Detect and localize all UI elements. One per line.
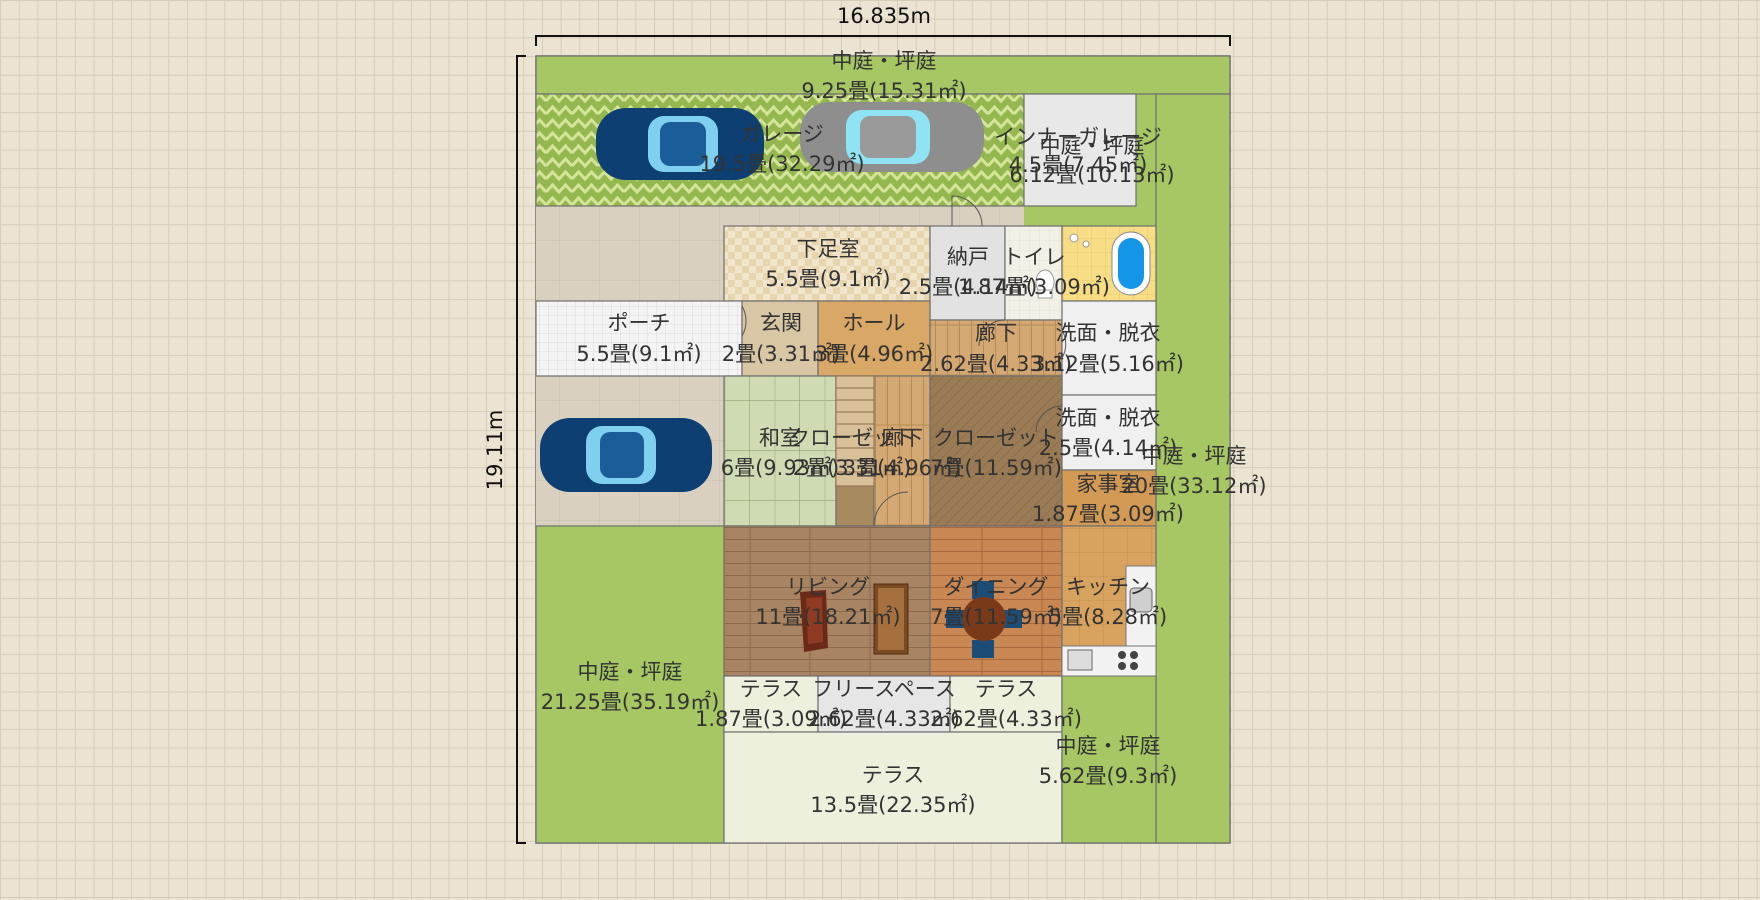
- label-japanese-room-name: 和室: [759, 426, 801, 450]
- label-inner-garage-area: 4.5畳(7.45㎡): [1009, 153, 1148, 177]
- room-storage[interactable]: [929, 225, 1006, 321]
- label-dining-name: ダイニング: [944, 575, 1049, 599]
- height-dimension: 19.11m: [483, 55, 526, 844]
- label-courtyard-lower-right-name: 中庭・坪庭: [1056, 734, 1161, 758]
- label-terrace-small-left-area: 1.87畳(3.09㎡): [695, 707, 847, 731]
- label-garage-area: 19.5畳(32.29㎡): [699, 152, 864, 176]
- label-porch-name: ポーチ: [608, 311, 671, 335]
- room-terrace-large[interactable]: [723, 731, 1063, 844]
- label-inner-garage-name: インナーガレージ: [994, 125, 1162, 149]
- room-porch[interactable]: [535, 300, 743, 377]
- label-closet-small-area: 2畳(3.31㎡): [793, 456, 912, 480]
- label-terrace-small-right-name: テラス: [975, 677, 1038, 701]
- label-washroom-lower-area: 2.5畳(4.14㎡): [1039, 436, 1178, 460]
- label-closet-large-area: 7畳(11.59㎡): [930, 456, 1062, 480]
- room-courtyard-right[interactable]: [1155, 93, 1231, 844]
- room-free-space[interactable]: [817, 675, 951, 733]
- label-closet-large-name: クローゼット: [933, 426, 1059, 450]
- height-dimension-label: 19.11m: [483, 410, 507, 491]
- label-courtyard-right-area: 20畳(33.12㎡): [1121, 474, 1266, 498]
- label-courtyard-left-name: 中庭・坪庭: [578, 660, 683, 684]
- room-inner-garage[interactable]: [1023, 93, 1137, 207]
- room-corridor-upper[interactable]: [929, 319, 1063, 377]
- label-lower-foot-room-name: 下足室: [797, 237, 860, 261]
- label-washroom-upper-name: 洗面・脱衣: [1056, 321, 1161, 345]
- label-terrace-small-left-name: テラス: [740, 677, 803, 701]
- car-blue-driveway: [540, 418, 712, 492]
- label-kitchen-name: キッチン: [1066, 575, 1150, 599]
- paving-strip: [724, 206, 1024, 226]
- label-porch-area: 5.5畳(9.1㎡): [576, 342, 701, 366]
- room-hall[interactable]: [817, 300, 931, 377]
- room-closet-large[interactable]: [929, 375, 1063, 527]
- label-garage-name: ガレージ: [740, 122, 824, 146]
- label-terrace-large-name: テラス: [862, 763, 925, 787]
- room-labels: 中庭・坪庭 9.25畳(15.31㎡) ガレージ 19.5畳(32.29㎡) イ…: [541, 49, 1267, 817]
- label-corridor-upper-name: 廊下: [975, 321, 1017, 345]
- room-courtyard-left[interactable]: [535, 525, 725, 844]
- car-blue-garage: [596, 108, 764, 180]
- label-washroom-upper-area: 3.12畳(5.16㎡): [1032, 352, 1184, 376]
- room-terrace-small-left[interactable]: [723, 675, 819, 733]
- label-free-space-name: フリースペース: [812, 677, 955, 701]
- label-storage-area: 2.5畳(4.14㎡): [899, 275, 1038, 299]
- room-utility-room[interactable]: [1061, 469, 1157, 527]
- label-japanese-room-area: 6畳(9.93㎡): [721, 456, 840, 480]
- label-terrace-small-right-area: 2.62畳(4.33㎡): [930, 707, 1082, 731]
- label-storage-name: 納戸: [947, 245, 989, 269]
- label-kitchen-area: 5畳(8.28㎡): [1049, 605, 1168, 629]
- label-free-space-area: 2.62畳(4.33㎡): [808, 707, 960, 731]
- label-living-name: リビング: [786, 575, 870, 599]
- label-closet-small-name: クローゼット: [789, 426, 915, 450]
- label-hall-name: ホール: [843, 311, 906, 335]
- label-terrace-large-area: 13.5畳(22.35㎡): [810, 793, 975, 817]
- label-dining-area: 7畳(11.59㎡): [930, 605, 1062, 629]
- toilet-fixture: [1035, 269, 1055, 299]
- label-utility-room-name: 家事室: [1077, 472, 1140, 496]
- label-courtyard-top-name: 中庭・坪庭: [832, 49, 937, 73]
- room-courtyard-lower-right[interactable]: [1061, 675, 1157, 844]
- staircase: [835, 375, 875, 487]
- width-dimension-label: 16.835m: [837, 4, 931, 28]
- label-utility-room-area: 1.87畳(3.09㎡): [1032, 502, 1184, 526]
- label-courtyard-upper-right-area: 6.12畳(10.13㎡): [1009, 163, 1174, 187]
- label-toilet-area: 1.87畳(3.09㎡): [958, 275, 1110, 299]
- label-hall-area: 3畳(4.96㎡): [815, 342, 934, 366]
- label-toilet-name: トイレ: [1003, 245, 1066, 269]
- shower-fixture: [1069, 233, 1090, 248]
- bathtub-fixture: [1111, 231, 1151, 296]
- car-grey-garage: [800, 102, 984, 172]
- room-washroom-lower[interactable]: [1061, 394, 1157, 471]
- label-courtyard-top-area: 9.25畳(15.31㎡): [801, 79, 966, 103]
- room-washroom-upper[interactable]: [1061, 300, 1157, 396]
- label-living-area: 11畳(18.21㎡): [755, 605, 900, 629]
- label-courtyard-left-area: 21.25畳(35.19㎡): [541, 690, 720, 714]
- width-dimension: 16.835m: [535, 4, 1231, 46]
- label-courtyard-lower-right-area: 5.62畳(9.3㎡): [1039, 764, 1178, 788]
- label-washroom-lower-name: 洗面・脱衣: [1056, 406, 1161, 430]
- label-corridor-middle-name: 廊下: [881, 426, 923, 450]
- room-corridor-middle[interactable]: [873, 375, 931, 527]
- label-entrance-area: 2畳(3.31㎡): [722, 342, 841, 366]
- label-courtyard-upper-right-name: 中庭・坪庭: [1040, 134, 1145, 158]
- label-corridor-middle-area: 3畳(4.96㎡): [843, 456, 962, 480]
- label-corridor-upper-area: 2.62畳(4.33㎡): [920, 352, 1072, 376]
- room-entrance[interactable]: [741, 300, 819, 377]
- living-furniture: [800, 583, 909, 655]
- dining-table: [946, 581, 1022, 658]
- label-lower-foot-room-area: 5.5畳(9.1㎡): [765, 267, 890, 291]
- kitchen-counter: [1061, 565, 1157, 677]
- room-terrace-small-right[interactable]: [949, 675, 1063, 733]
- label-entrance-name: 玄関: [760, 311, 802, 335]
- door-swings: [741, 195, 1067, 527]
- room-toilet[interactable]: [1004, 225, 1063, 321]
- room-courtyard-top[interactable]: [535, 55, 1231, 95]
- label-courtyard-right-name: 中庭・坪庭: [1142, 444, 1247, 468]
- room-japanese-room[interactable]: [723, 375, 837, 527]
